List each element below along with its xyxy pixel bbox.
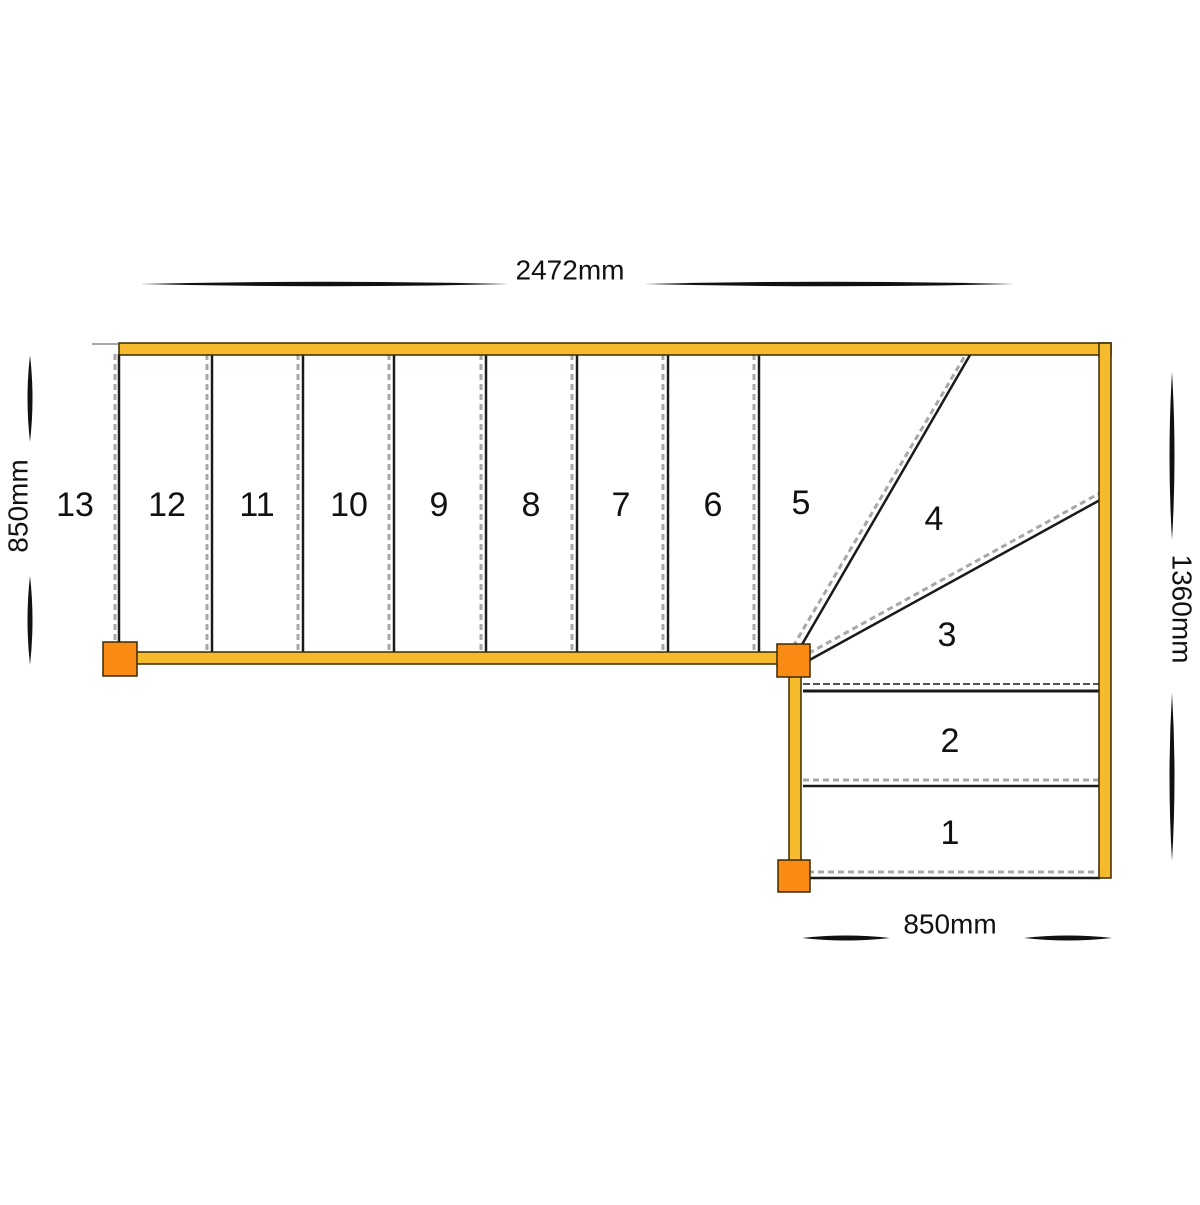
- dimension-lines: [27, 281, 1175, 941]
- step-number: 12: [148, 486, 186, 524]
- step-number: 13: [56, 486, 94, 524]
- dim-line-right-lower: [1169, 693, 1175, 861]
- stringers: [118, 342, 1112, 879]
- dim-line-left-upper: [27, 355, 33, 442]
- step-number: 9: [430, 486, 449, 524]
- step-number: 11: [239, 486, 274, 524]
- step-numbers: 1 2 3 4 5 6 7 8 9 10 11 12 13: [56, 484, 959, 852]
- step-number: 2: [941, 722, 960, 760]
- step-number: 4: [925, 500, 944, 538]
- dim-line-top-right: [644, 281, 1014, 287]
- dim-label-top-width: 2472mm: [516, 254, 625, 285]
- stringer-right: [1098, 342, 1112, 879]
- dim-label-left-depth: 850mm: [2, 459, 33, 552]
- stringer-inner-lower: [788, 659, 802, 879]
- lower-flight-treads: [803, 683, 1100, 880]
- step-number: 6: [704, 486, 723, 524]
- step-number: 8: [522, 486, 541, 524]
- dim-line-top-left: [140, 281, 510, 287]
- step-number: 1: [941, 814, 960, 852]
- step-number: 7: [612, 486, 631, 524]
- tread-dividers: [92, 343, 761, 654]
- step-number: 10: [330, 486, 368, 524]
- stringer-inner-upper: [119, 651, 801, 665]
- newel-post-bottom-right: [777, 859, 811, 893]
- dim-line-right-upper: [1169, 372, 1175, 540]
- newel-post-corner: [776, 643, 811, 678]
- winder-treads: [786, 353, 1101, 670]
- dim-line-bottom-left: [802, 935, 890, 941]
- dim-line-left-lower: [27, 576, 33, 665]
- stringer-top: [118, 342, 1112, 356]
- step-number: 5: [792, 484, 811, 522]
- dim-label-bottom-width: 850mm: [903, 908, 996, 939]
- dim-line-bottom-right: [1024, 935, 1112, 941]
- newel-posts: [102, 641, 811, 893]
- dim-label-right-depth: 1360mm: [1167, 555, 1198, 664]
- step-number: 3: [938, 616, 957, 654]
- newel-post-bottom-left: [102, 641, 138, 677]
